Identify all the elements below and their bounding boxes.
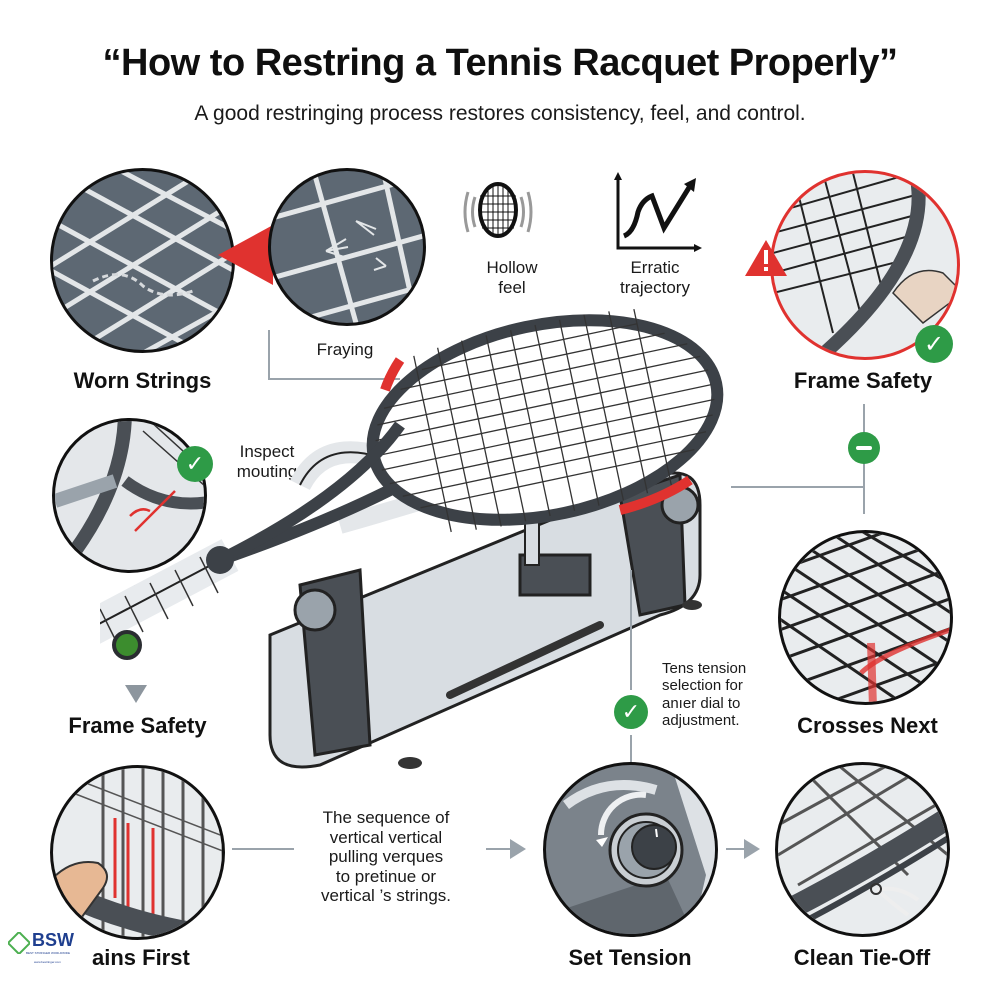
pointer-arrow-icon [218, 225, 273, 285]
frame-safety-left-label: Frame Safety [68, 713, 207, 738]
erratic-trajectory-label: Erratic trajectory [620, 258, 690, 297]
sequence-note: The sequence of vertical vertical pullin… [320, 808, 452, 906]
worn-strings-illustration [50, 168, 235, 353]
hollow-feel-icon [463, 182, 533, 238]
arrow-right-icon [744, 839, 760, 859]
logo-diamond-icon [8, 932, 30, 954]
tension-connector-bottom [630, 735, 632, 763]
handle-butt-cap [112, 630, 142, 660]
tension-note: Tens tension selection for anıer dial to… [662, 660, 747, 729]
erratic-trajectory-icon [614, 172, 702, 252]
hollow-feel-label: Hollow feel [486, 258, 538, 297]
minus-icon [848, 432, 880, 464]
page-subtitle: A good restringing process restores cons… [194, 102, 806, 125]
frame-safety-top-label: Frame Safety [793, 368, 933, 393]
worn-strings-label: Worn Strings [73, 368, 212, 393]
set-tension-label: Set Tension [568, 945, 692, 970]
inspect-mounting-label: Inspect mouting [236, 442, 298, 481]
clean-tie-off-illustration [775, 762, 950, 937]
arrow-right-icon [510, 839, 526, 859]
fraying-illustration [268, 168, 426, 326]
mains-first-label: ains First [92, 945, 190, 970]
mains-first-illustration [50, 765, 225, 940]
sequence-connector-right [486, 848, 510, 850]
clean-tie-off-label: Clean Tie-Off [793, 945, 931, 970]
crosses-next-illustration [778, 530, 953, 705]
bsw-logo: BSW BEST STRINGER WORLDWIDE www.bestring… [8, 930, 93, 980]
tension-connector-top [630, 570, 632, 690]
warning-icon [745, 240, 787, 276]
check-icon: ✓ [915, 325, 953, 363]
check-icon: ✓ [177, 446, 213, 482]
down-arrow-icon [125, 685, 147, 703]
sequence-connector-left [232, 848, 294, 850]
set-tension-illustration [543, 762, 718, 937]
crosses-next-label: Crosses Next [797, 713, 938, 738]
fraying-connector-h [268, 378, 400, 380]
stringing-machine-illustration [100, 308, 724, 769]
machine-connector-h [731, 486, 863, 488]
fraying-label: Fraying [316, 340, 374, 359]
check-icon: ✓ [614, 695, 648, 729]
page-title: “How to Restring a Tennis Racquet Proper… [102, 42, 898, 84]
fraying-connector [268, 330, 270, 380]
tension-connector-right [726, 848, 746, 850]
